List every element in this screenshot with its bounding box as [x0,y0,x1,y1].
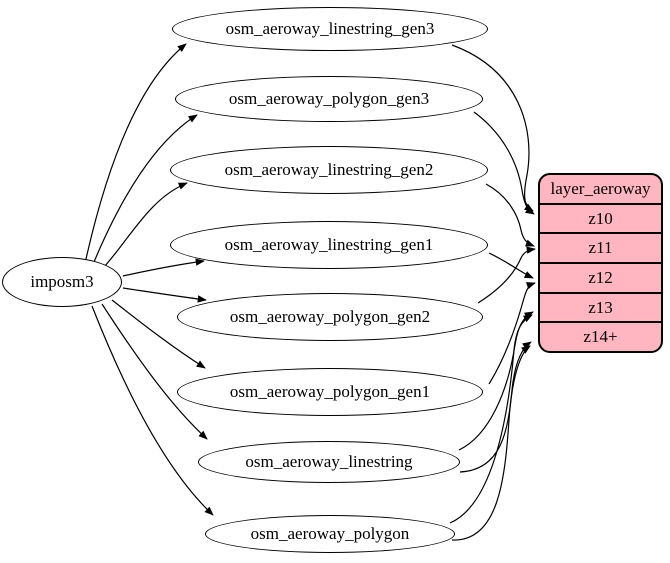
layer-zoom-row-z14: z14+ [540,321,661,351]
layer-title: layer_aeroway [550,178,651,198]
edge-imposm3-polygon [91,305,214,516]
node-osm-aeroway-polygon-gen1: osm_aeroway_polygon_gen1 [177,368,483,416]
edge-imposm3-polygon-gen3 [93,114,198,263]
node-osm-aeroway-linestring-gen2: osm_aeroway_linestring_gen2 [170,146,488,194]
node-label: osm_aeroway_linestring [245,452,413,471]
node-osm-aeroway-polygon-gen3: osm_aeroway_polygon_gen3 [175,76,483,122]
edge-polygon-z13 [449,314,533,524]
node-label: osm_aeroway_linestring_gen2 [224,160,434,179]
node-osm-aeroway-polygon-gen2: osm_aeroway_polygon_gen2 [177,293,483,341]
edge-linestring-gen3-z10 [451,44,534,212]
edge-imposm3-polygon-gen1 [111,299,206,369]
node-layer-aeroway: layer_aeroway z10 z11 z12 z13 z14+ [538,173,663,353]
edge-imposm3-linestring-gen1 [122,258,205,277]
edge-linestring-z13 [458,311,534,451]
node-label: osm_aeroway_linestring_gen1 [224,235,434,254]
edge-linestring-gen1-z12 [488,252,534,279]
edge-imposm3-linestring-gen3 [85,43,187,260]
edge-polygon-gen3-z10 [473,111,535,215]
edge-linestring-z14 [459,341,532,473]
node-osm-aeroway-polygon: osm_aeroway_polygon [205,515,455,553]
node-imposm3: imposm3 [2,257,122,307]
node-label: osm_aeroway_polygon [250,524,410,543]
node-label: osm_aeroway_polygon_gen1 [229,382,431,401]
node-osm-aeroway-linestring-gen1: osm_aeroway_linestring_gen1 [170,221,488,269]
edge-linestring-gen2-z11 [485,183,535,247]
edge-polygon-gen2-z11 [477,246,536,304]
edge-imposm3-linestring [101,303,208,440]
node-imposm3-label: imposm3 [30,272,94,291]
edge-polygon-z14 [451,345,531,541]
layer-zoom-row-z11: z11 [540,232,661,262]
layer-zoom-row-z12: z12 [540,262,661,292]
layer-zoom-row-z13: z13 [540,291,661,322]
node-label: osm_aeroway_polygon_gen3 [228,89,430,108]
node-osm-aeroway-linestring: osm_aeroway_linestring [198,441,460,483]
edge-imposm3-linestring-gen2 [103,182,188,268]
node-osm-aeroway-linestring-gen3: osm_aeroway_linestring_gen3 [172,7,488,51]
node-label: osm_aeroway_polygon_gen2 [229,307,431,326]
edge-polygon-gen1-z12 [488,282,536,385]
node-label: osm_aeroway_linestring_gen3 [225,19,435,38]
layer-zoom-row-z10: z10 [540,202,661,233]
edge-imposm3-polygon-gen2 [122,287,207,303]
